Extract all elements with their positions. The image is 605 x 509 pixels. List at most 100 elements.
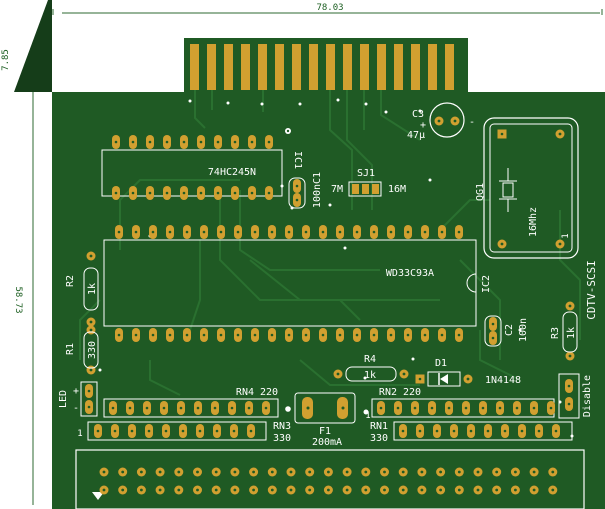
scsi-pin xyxy=(548,467,558,477)
qg1-oscillator: QG1 16Mhz 1 xyxy=(475,117,579,259)
scsi-pin xyxy=(174,485,184,495)
rn3-pin1: 1 xyxy=(77,429,82,439)
r4-value: 1k xyxy=(364,370,376,381)
scsi-pin xyxy=(473,485,483,495)
ic2-value: WD33C93A xyxy=(386,268,434,279)
scsi-pin xyxy=(267,467,277,477)
c2-ref: C2 xyxy=(504,324,515,336)
scsi-pin xyxy=(286,467,296,477)
dimension-edge-label: 7.85 xyxy=(1,49,11,71)
dimension-edge: 7.85 xyxy=(1,49,11,71)
r2-value: 1k xyxy=(87,283,98,295)
r4-resistor: R4 1k xyxy=(333,354,409,382)
rn2-label: RN2 220 xyxy=(379,387,421,398)
rn3-network: 1 RN3 330 xyxy=(77,421,291,444)
scsi-pin xyxy=(155,467,165,477)
sj1-jumper: SJ1 7M 16M xyxy=(331,168,406,197)
scsi-pin xyxy=(155,485,165,495)
d1-diode: D1 1N4148 xyxy=(415,358,521,387)
qg1-pin1: 1 xyxy=(561,233,571,238)
scsi-pin xyxy=(361,467,371,477)
board-bevel xyxy=(14,0,52,92)
dimension-width-label: 78.03 xyxy=(316,3,343,13)
rn3-value: 330 xyxy=(273,433,291,444)
scsi-pin xyxy=(323,467,333,477)
dimension-width: 78.03 xyxy=(52,0,605,15)
c2-capacitor: C2 100n xyxy=(484,315,529,347)
scsi-pin xyxy=(99,467,109,477)
scsi-pin xyxy=(492,467,502,477)
r1-ref: R1 xyxy=(65,343,76,355)
board-title: CDTV-SCSI xyxy=(585,260,598,320)
led-plus: + xyxy=(73,386,79,397)
pin1-marker xyxy=(92,492,104,500)
ic1-ref: IC1 xyxy=(292,151,303,169)
r2-ref: R2 xyxy=(65,275,76,287)
scsi-pin xyxy=(473,467,483,477)
scsi-pin xyxy=(398,485,408,495)
scsi-pin xyxy=(249,485,259,495)
scsi-pin xyxy=(417,485,427,495)
scsi-pin xyxy=(286,485,296,495)
scsi-pin xyxy=(454,467,464,477)
scsi-pin xyxy=(323,485,333,495)
rn1-ref: RN1 xyxy=(370,421,388,432)
scsi-pin xyxy=(211,467,221,477)
scsi-header xyxy=(75,449,585,509)
scsi-pin xyxy=(193,485,202,495)
scsi-pin xyxy=(305,467,315,477)
c3-ref: C3 xyxy=(412,109,424,120)
led-minus: - xyxy=(73,403,79,414)
scsi-pin xyxy=(174,467,184,477)
sj1-right-label: 16M xyxy=(388,184,406,195)
r3-resistor: R3 1k xyxy=(550,301,578,361)
scsi-pin xyxy=(211,485,221,495)
scsi-pin xyxy=(136,467,146,477)
ic2-ref: IC2 xyxy=(481,275,492,293)
d1-value: 1N4148 xyxy=(485,375,521,386)
scsi-pin xyxy=(118,485,128,495)
scsi-pin xyxy=(230,467,240,477)
dimension-height-label: 58.73 xyxy=(13,286,23,313)
f1-value: 200mA xyxy=(312,437,342,448)
edge-fingers xyxy=(190,44,454,90)
r1-value: 330 xyxy=(87,341,98,359)
c3-capacitor: C3 + - 47µ xyxy=(407,102,475,141)
scsi-pin xyxy=(529,485,539,495)
scsi-pin xyxy=(342,467,352,477)
ic1-74hc245: 74HC245N IC1 xyxy=(101,128,303,200)
f1-ref: F1 xyxy=(319,426,331,437)
rn2-network: RN2 220 xyxy=(371,387,555,418)
c3-minus: - xyxy=(469,117,475,128)
sj1-left-label: 7M xyxy=(331,184,343,195)
c3-value: 47µ xyxy=(407,130,425,141)
scsi-pin xyxy=(417,467,427,477)
c3-plus: + xyxy=(420,120,426,131)
led-label: LED xyxy=(58,390,69,408)
f1-fuse: F1 200mA xyxy=(294,392,356,448)
scsi-pin xyxy=(454,485,464,495)
scsi-pin xyxy=(99,485,109,495)
r1-resistor: R1 330 xyxy=(65,325,99,375)
disable-label: Disable xyxy=(582,375,593,417)
r3-ref: R3 xyxy=(550,327,561,339)
r4-ref: R4 xyxy=(364,354,376,365)
dimension-height: 58.73 xyxy=(13,92,34,505)
disable-header: Disable xyxy=(558,373,593,419)
scsi-pin xyxy=(436,467,446,477)
ic2-wd33c93a: WD33C93A IC2 xyxy=(103,225,492,342)
sj1-ref: SJ1 xyxy=(357,168,375,179)
rn4-label: RN4 220 xyxy=(236,387,278,398)
scsi-pin xyxy=(193,467,202,477)
scsi-pin xyxy=(380,485,389,495)
rn3-ref: RN3 xyxy=(273,421,291,432)
scsi-pin xyxy=(548,485,558,495)
rn1-value: 330 xyxy=(370,433,388,444)
scsi-pin xyxy=(305,485,315,495)
scsi-pin xyxy=(510,485,520,495)
scsi-pin xyxy=(249,467,259,477)
scsi-pin xyxy=(398,467,408,477)
scsi-pin xyxy=(436,485,446,495)
scsi-pin xyxy=(510,467,520,477)
